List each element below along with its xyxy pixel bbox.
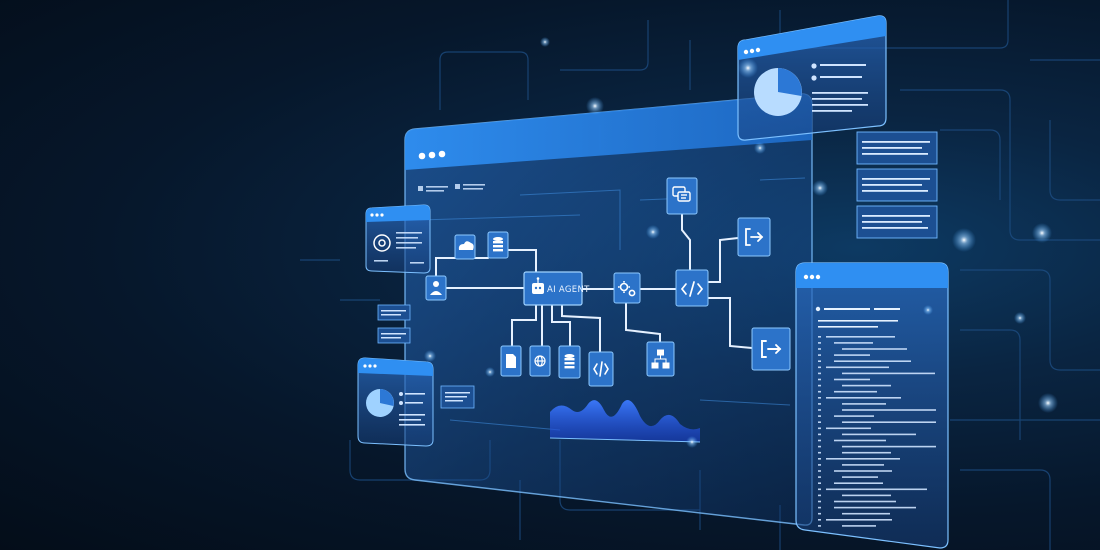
flow-node-output-top [737,217,771,257]
widget-pie-panel-left [357,357,434,447]
main-window-traces [419,177,806,431]
gears-icon [618,281,636,297]
widget-pie-panel-top [737,15,887,141]
flow-node-code [675,269,709,307]
flow-node-output-bottom [751,327,791,371]
database-icon [564,354,575,369]
database-icon [493,237,503,252]
main-window [404,93,813,526]
widget-left-floating-card [440,385,475,409]
ai-agent-label: AI AGENT [547,285,590,295]
main-window-title-bar [405,93,812,170]
cloud-upload-icon [458,241,474,250]
widget-right-text-cards [856,131,938,239]
main-window-dots [418,150,446,160]
flow-connectors [435,213,753,353]
flow-node-cloud [454,234,476,260]
logout-icon [761,340,782,358]
code-icon [593,361,609,377]
widget-left-mini-cards [377,304,411,344]
logout-icon [745,228,764,246]
pie-chart-icon [366,389,394,417]
widget-refresh-panel [365,204,431,274]
widget-code-window [795,262,949,549]
robot-icon [532,277,544,294]
main-window-header-text [418,184,485,192]
pie-chart-icon [754,68,802,116]
flow-node-sitemap [646,341,675,377]
refresh-cycle-icon [373,234,391,252]
code-icon [680,281,704,297]
flow-node-ai-agent: AI AGENT [523,271,590,306]
code-lines [818,336,936,527]
wave-chart [550,400,700,442]
flow-node-document [500,345,522,377]
flow-node-gears [613,272,641,304]
flow-node-database-2 [558,345,581,379]
sparkles [424,37,1058,448]
flow-node-code-2 [588,351,614,387]
flow-node-user [425,275,447,301]
document-icon [506,354,516,368]
globe-icon [534,355,546,367]
flow-node-chat [666,177,698,215]
flow-node-database [487,231,509,259]
user-icon [430,281,442,295]
sitemap-icon [651,349,670,369]
flow-node-globe [529,345,551,377]
chat-icon [672,186,691,202]
